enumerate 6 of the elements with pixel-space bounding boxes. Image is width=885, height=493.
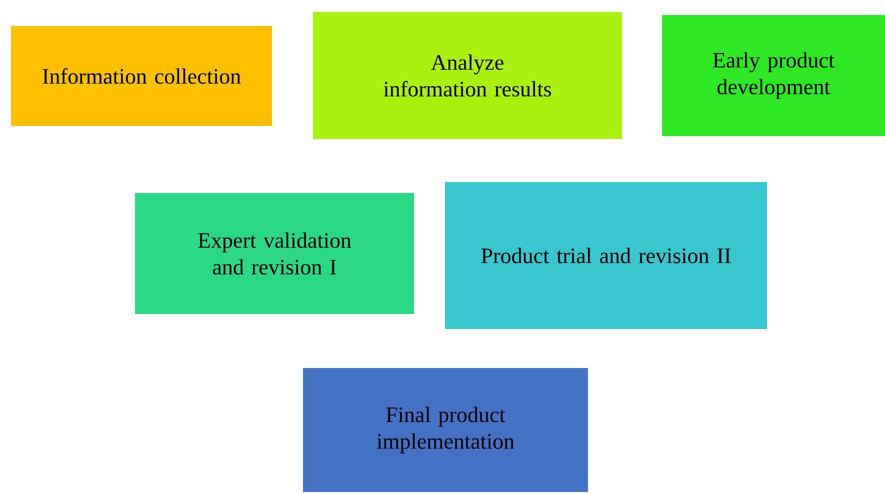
process-box: Expert validation and revision I [135,193,414,314]
process-box: Early product development [662,15,885,136]
process-box: Analyze information results [313,12,622,139]
process-box: Product trial and revision II [445,182,767,329]
process-box: Final product implementation [303,368,588,492]
process-box: Information collection [11,26,272,126]
